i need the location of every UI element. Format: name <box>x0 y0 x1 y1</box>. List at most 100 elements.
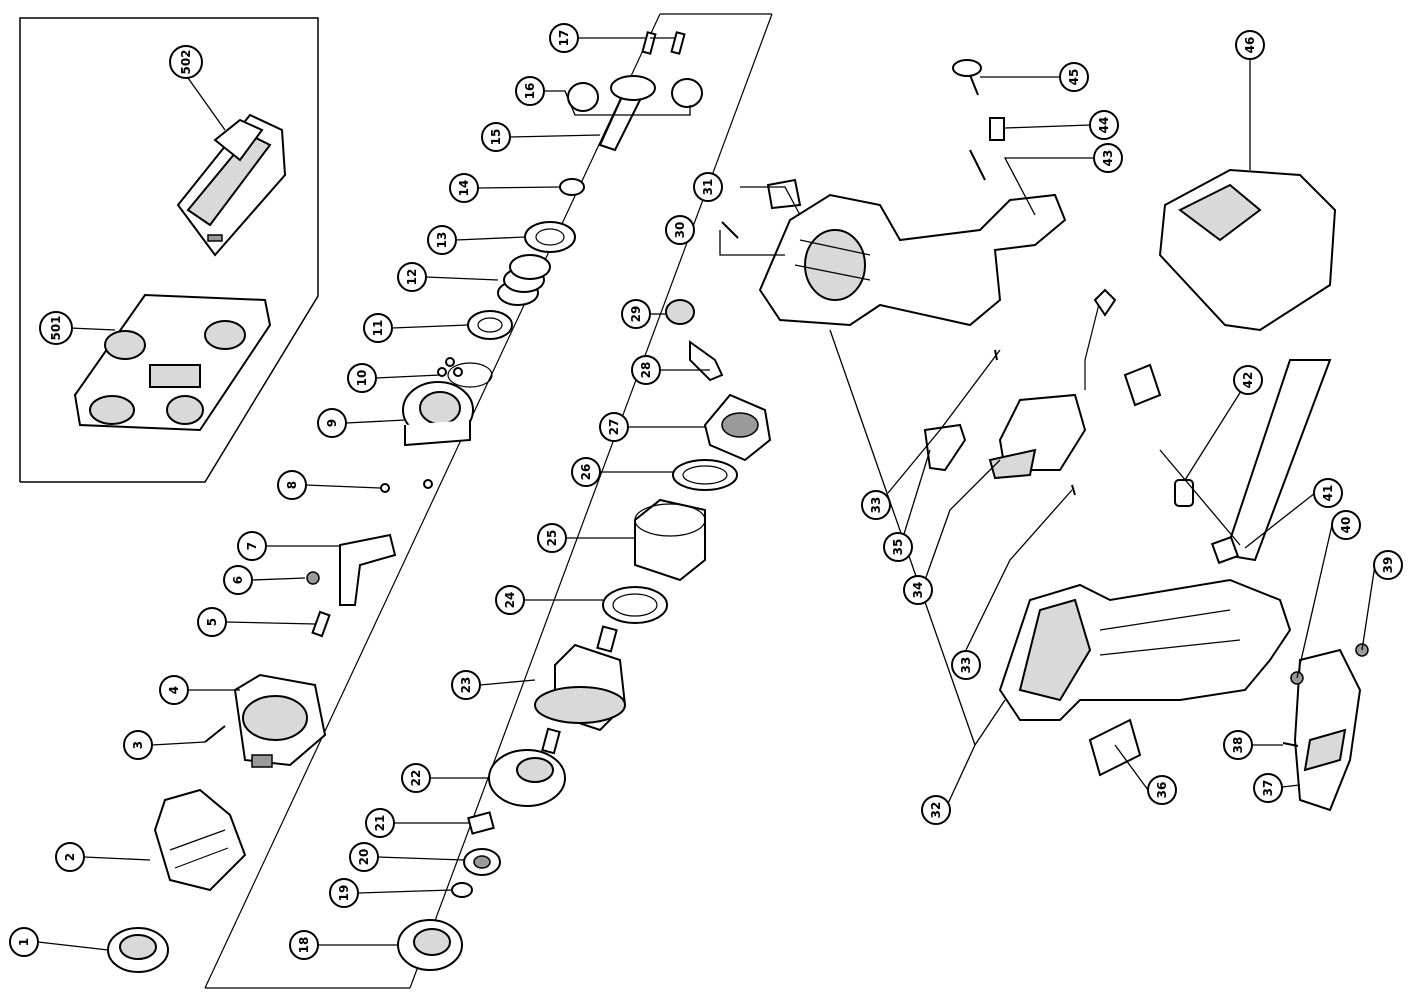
svg-text:45: 45 <box>1067 69 1081 86</box>
callout-34: 34 <box>903 575 933 605</box>
callout-2: 2 <box>55 842 85 872</box>
svg-text:501: 501 <box>49 315 63 340</box>
svg-text:4: 4 <box>167 686 181 694</box>
leader-lines <box>37 37 1376 951</box>
svg-text:17: 17 <box>557 30 571 47</box>
callout-26: 26 <box>571 457 601 487</box>
callout-42: 42 <box>1233 365 1263 395</box>
svg-text:8: 8 <box>285 481 299 489</box>
svg-text:28: 28 <box>639 362 653 379</box>
callout-32: 32 <box>921 795 951 825</box>
callout-41: 41 <box>1313 478 1343 508</box>
callout-12: 12 <box>397 262 427 292</box>
svg-text:33: 33 <box>959 657 973 674</box>
svg-text:21: 21 <box>373 815 387 832</box>
callout-36: 36 <box>1147 775 1177 805</box>
callout-44: 44 <box>1089 110 1119 140</box>
callout-5: 5 <box>197 607 227 637</box>
callout-9: 9 <box>317 408 347 438</box>
callout-13: 13 <box>427 225 457 255</box>
callout-40: 40 <box>1331 510 1361 540</box>
svg-text:6: 6 <box>231 576 245 584</box>
svg-text:40: 40 <box>1339 517 1353 534</box>
svg-text:36: 36 <box>1155 782 1169 799</box>
callout-37: 37 <box>1253 773 1283 803</box>
svg-text:5: 5 <box>205 618 219 626</box>
callout-28: 28 <box>631 355 661 385</box>
callout-38: 38 <box>1223 730 1253 760</box>
callout-39: 39 <box>1373 550 1403 580</box>
svg-text:12: 12 <box>405 269 419 286</box>
callout-7: 7 <box>237 531 267 561</box>
callout-33-lower: 33 <box>951 650 981 680</box>
housing-drawings <box>758 59 1369 812</box>
svg-text:23: 23 <box>459 677 473 694</box>
callout-16: 16 <box>515 76 545 106</box>
callout-24: 24 <box>495 585 525 615</box>
svg-text:29: 29 <box>629 306 643 323</box>
svg-text:26: 26 <box>579 464 593 481</box>
callout-25: 25 <box>537 523 567 553</box>
svg-text:502: 502 <box>179 49 193 74</box>
callout-33-upper: 33 <box>861 490 891 520</box>
svg-text:44: 44 <box>1097 117 1111 134</box>
part-drawings-left-column <box>107 31 703 973</box>
callout-15: 15 <box>481 122 511 152</box>
svg-text:27: 27 <box>607 419 621 436</box>
accessory-inset-box <box>19 17 319 483</box>
callout-labels: 1 2 3 4 5 6 7 8 9 10 11 12 13 14 15 16 1… <box>9 23 1403 960</box>
callout-31: 31 <box>693 172 723 202</box>
svg-text:9: 9 <box>325 419 339 427</box>
svg-text:22: 22 <box>409 770 423 787</box>
callout-35: 35 <box>883 532 913 562</box>
callout-46: 46 <box>1235 30 1265 60</box>
svg-text:37: 37 <box>1261 780 1275 797</box>
callout-4: 4 <box>159 675 189 705</box>
callout-45: 45 <box>1059 62 1089 92</box>
svg-text:16: 16 <box>523 83 537 100</box>
svg-text:3: 3 <box>131 741 145 749</box>
callout-19: 19 <box>329 878 359 908</box>
svg-text:39: 39 <box>1381 557 1395 574</box>
callout-18: 18 <box>289 930 319 960</box>
svg-text:41: 41 <box>1321 485 1335 502</box>
callout-3: 3 <box>123 730 153 760</box>
svg-text:43: 43 <box>1101 150 1115 167</box>
callout-14: 14 <box>449 173 479 203</box>
callout-6: 6 <box>223 565 253 595</box>
callout-30: 30 <box>665 215 695 245</box>
callout-501: 501 <box>39 311 73 345</box>
callout-17: 17 <box>549 23 579 53</box>
callout-11: 11 <box>363 313 393 343</box>
svg-text:35: 35 <box>891 539 905 556</box>
svg-text:2: 2 <box>63 853 77 861</box>
callout-27: 27 <box>599 412 629 442</box>
callout-1: 1 <box>9 927 39 957</box>
callout-43: 43 <box>1093 143 1123 173</box>
svg-text:13: 13 <box>435 232 449 249</box>
svg-text:25: 25 <box>545 530 559 547</box>
subassembly-frame <box>204 13 773 989</box>
battery-charger-drawing <box>176 113 287 257</box>
callout-23: 23 <box>451 670 481 700</box>
svg-text:20: 20 <box>357 849 371 866</box>
svg-text:24: 24 <box>503 592 517 609</box>
part-drawings-middle-column <box>397 178 802 971</box>
svg-text:32: 32 <box>929 802 943 819</box>
callout-8: 8 <box>277 470 307 500</box>
callout-21: 21 <box>365 808 395 838</box>
callout-22: 22 <box>401 763 431 793</box>
svg-text:42: 42 <box>1241 372 1255 389</box>
svg-text:11: 11 <box>371 320 385 337</box>
svg-text:33: 33 <box>869 497 883 514</box>
callout-29: 29 <box>621 299 651 329</box>
svg-text:15: 15 <box>489 129 503 146</box>
callout-502: 502 <box>169 45 203 79</box>
svg-text:7: 7 <box>245 542 259 550</box>
svg-text:46: 46 <box>1243 37 1257 54</box>
svg-text:38: 38 <box>1231 737 1245 754</box>
svg-text:30: 30 <box>673 222 687 239</box>
svg-text:18: 18 <box>297 937 311 954</box>
svg-text:19: 19 <box>337 885 351 902</box>
